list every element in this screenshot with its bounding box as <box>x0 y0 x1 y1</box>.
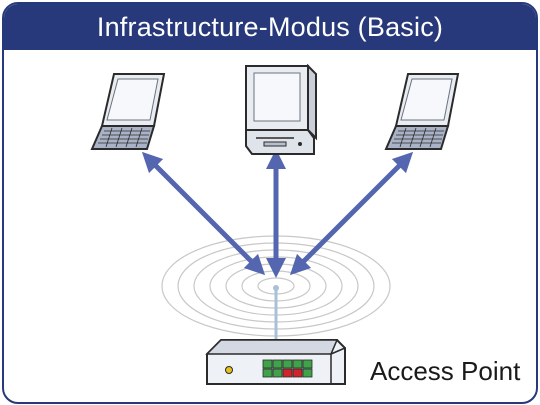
antenna-tip <box>273 285 279 291</box>
laptop-icon <box>384 73 460 150</box>
access-point-icon <box>205 339 346 385</box>
desktop-computer-icon <box>245 63 317 155</box>
arrow-left <box>141 151 266 276</box>
network-diagram <box>90 63 460 385</box>
laptop-icon <box>90 73 166 150</box>
access-point-label: Access Point <box>370 356 521 386</box>
diagram-title: Infrastructure-Modus (Basic) <box>4 4 536 50</box>
connection-arrows <box>141 149 414 278</box>
arrow-right <box>289 151 414 276</box>
